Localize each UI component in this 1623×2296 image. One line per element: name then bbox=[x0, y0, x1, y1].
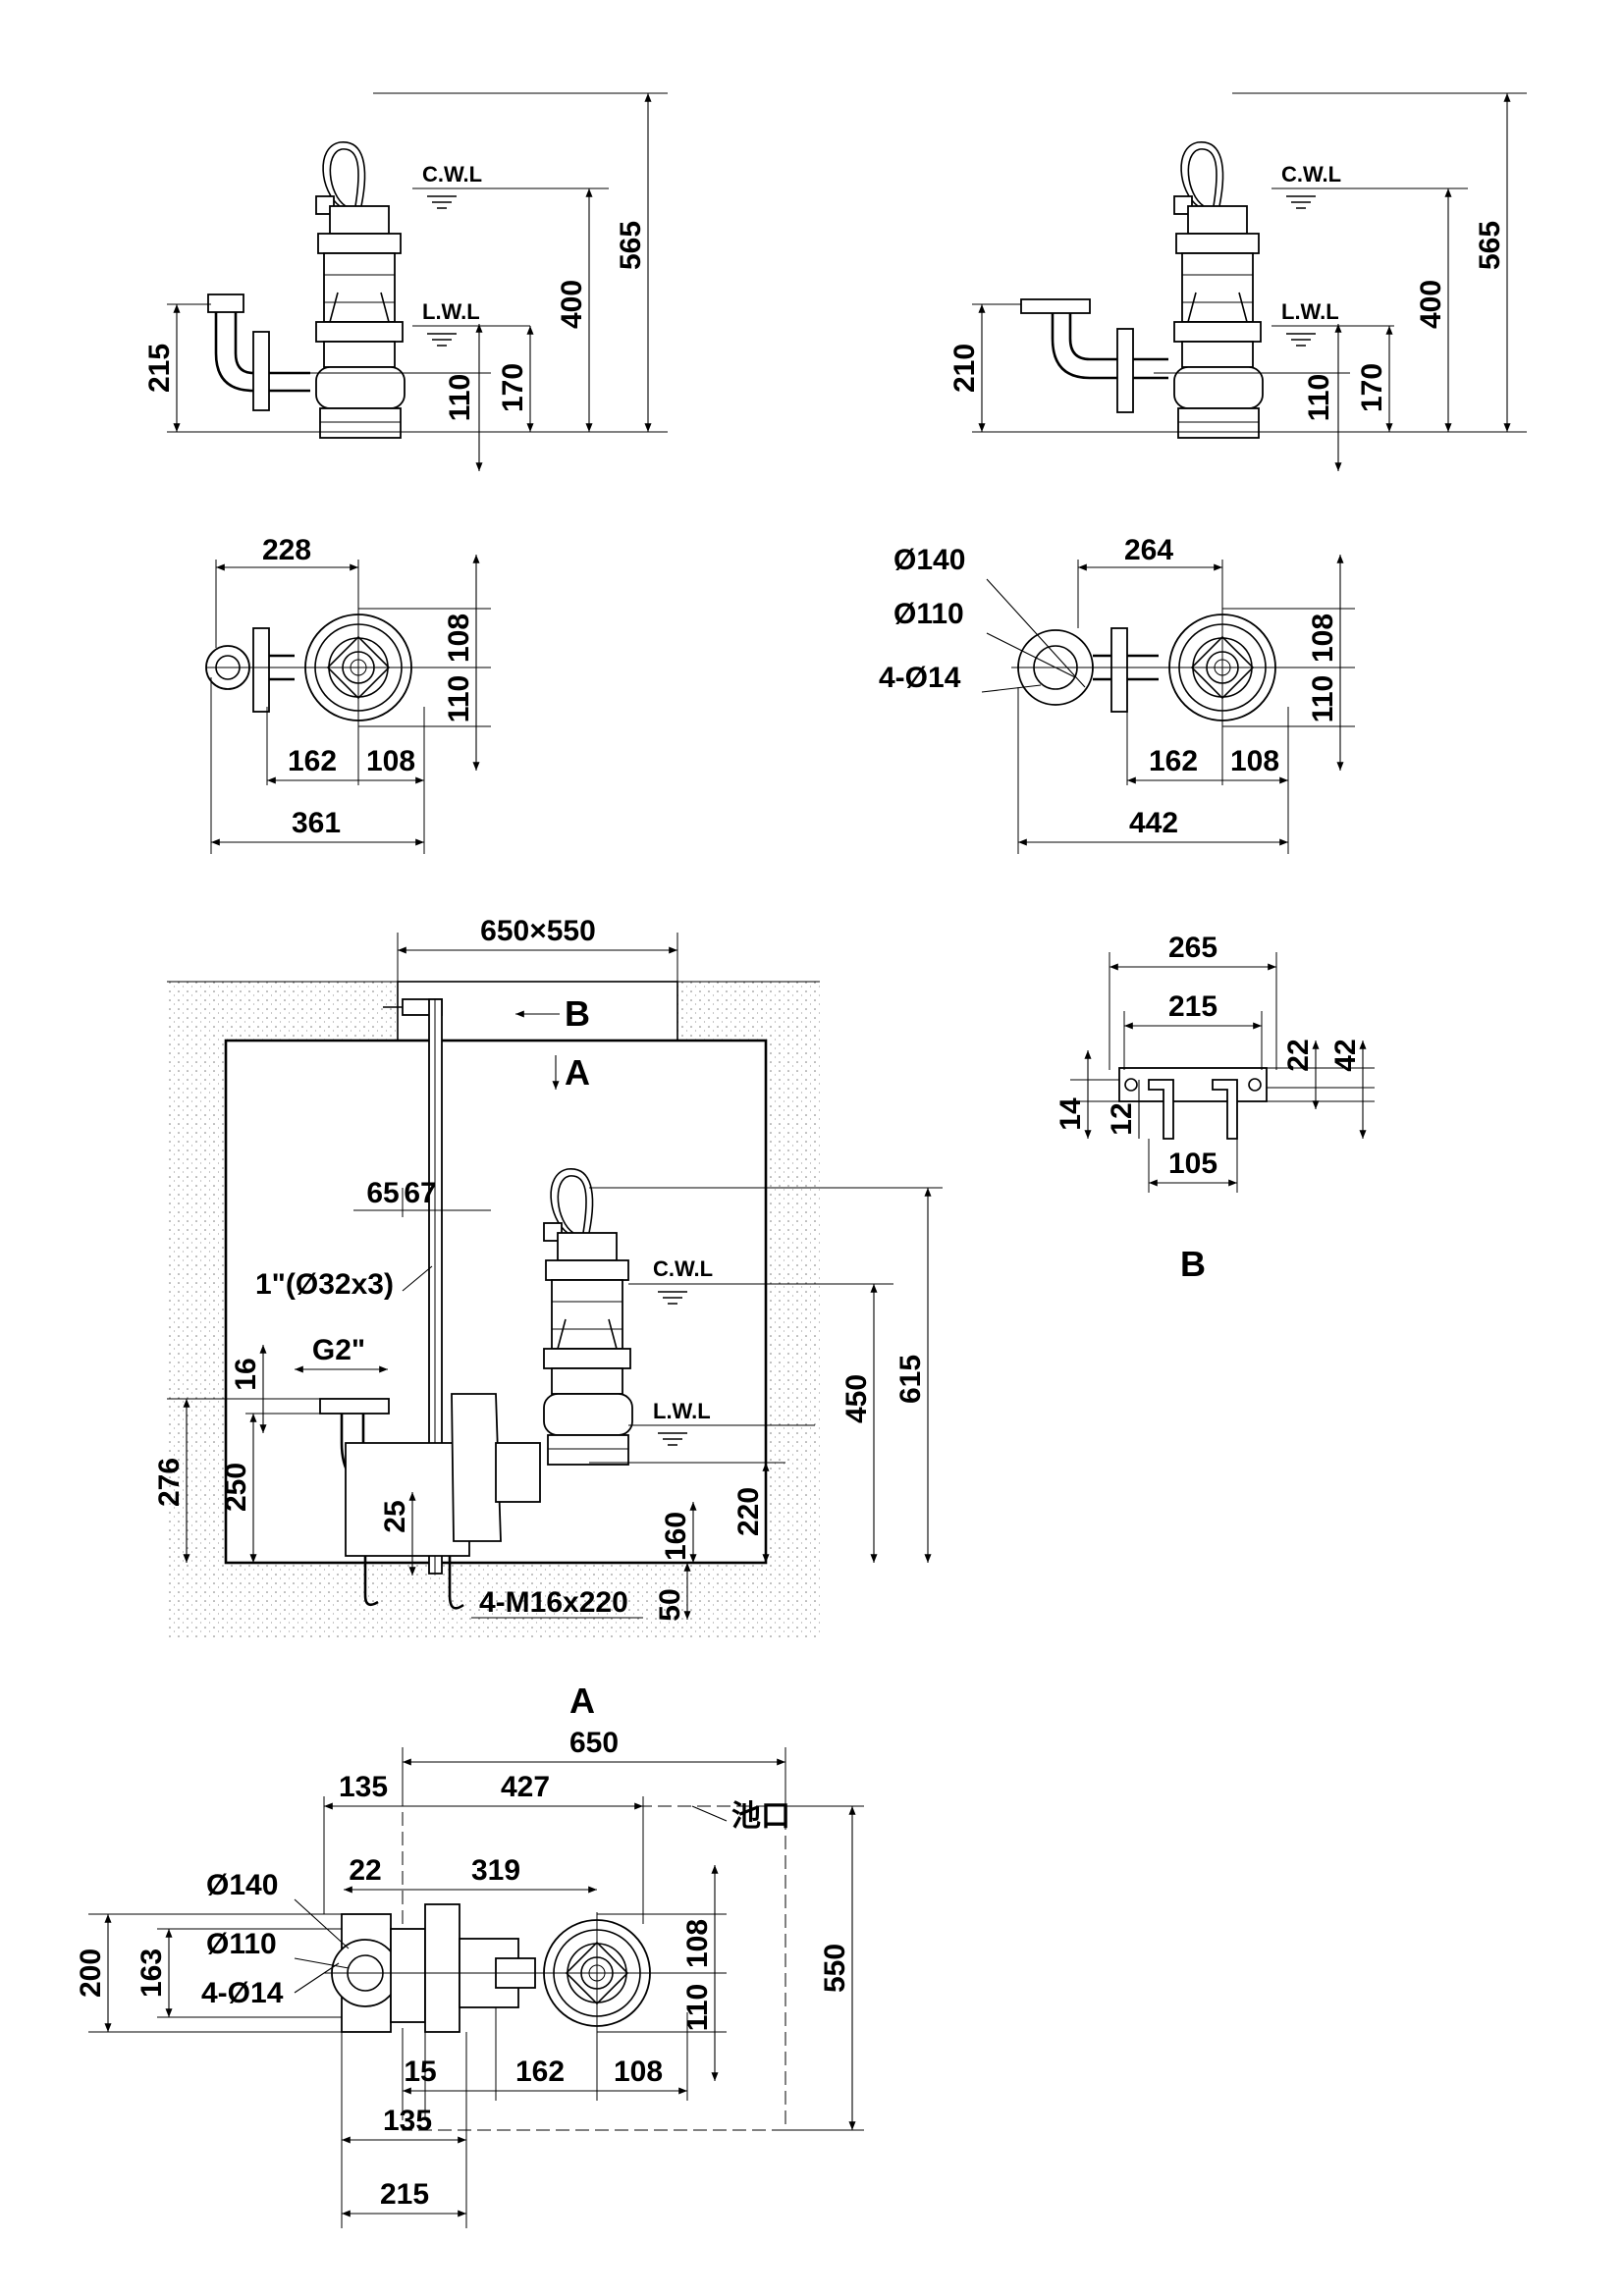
dim-162-plan-right: 162 bbox=[1149, 745, 1198, 777]
dim-228: 228 bbox=[262, 534, 311, 566]
dim-108-plan-left: 108 bbox=[443, 614, 475, 663]
dim-d110-a: Ø110 bbox=[206, 1928, 277, 1960]
cwl-label: C.W.L bbox=[422, 162, 482, 187]
dim-105-b: 105 bbox=[1168, 1148, 1217, 1180]
dim-d140-a: Ø140 bbox=[206, 1869, 278, 1901]
dim-162-a: 162 bbox=[515, 2056, 565, 2088]
view-b-detail: 265 215 22 42 14 12 105 B bbox=[1055, 932, 1375, 1284]
dim-650x550: 650×550 bbox=[480, 915, 596, 947]
dim-162-plan-left: 162 bbox=[288, 745, 337, 777]
dim-108-plan-right: 108 bbox=[1307, 614, 1339, 663]
cwl-label-pit: C.W.L bbox=[653, 1256, 713, 1281]
dim-108b-a: 108 bbox=[614, 2056, 663, 2088]
dim-200-a: 200 bbox=[75, 1949, 107, 1998]
dim-15-a: 15 bbox=[404, 2056, 436, 2088]
dim-160: 160 bbox=[660, 1512, 692, 1561]
dim-16: 16 bbox=[230, 1358, 262, 1390]
dim-565-left: 565 bbox=[615, 221, 647, 270]
dim-22-b: 22 bbox=[1282, 1039, 1315, 1071]
dim-250: 250 bbox=[220, 1463, 252, 1512]
elevation-right: C.W.L L.W.L 565 400 170 110 210 bbox=[948, 92, 1527, 471]
view-a-marker: A bbox=[565, 1052, 590, 1093]
dim-215-left: 215 bbox=[143, 344, 176, 393]
dim-42-b: 42 bbox=[1329, 1039, 1362, 1071]
dim-215-a: 215 bbox=[380, 2178, 429, 2211]
dim-108-a: 108 bbox=[681, 1919, 714, 1968]
dim-215-b: 215 bbox=[1168, 990, 1217, 1023]
view-b-title: B bbox=[1180, 1244, 1206, 1284]
dim-361: 361 bbox=[292, 807, 341, 839]
dim-276: 276 bbox=[153, 1458, 186, 1507]
dim-450: 450 bbox=[840, 1374, 873, 1423]
dim-550-a: 550 bbox=[819, 1944, 851, 1993]
dim-110-plan-left: 110 bbox=[443, 675, 475, 722]
g2-label: G2" bbox=[312, 1334, 365, 1366]
dim-170-left: 170 bbox=[497, 363, 529, 412]
dim-4x14-a: 4-Ø14 bbox=[201, 1977, 284, 2009]
dim-442: 442 bbox=[1129, 807, 1178, 839]
dim-25: 25 bbox=[379, 1500, 411, 1532]
elevation-left: C.W.L L.W.L 565 400 170 110 215 bbox=[143, 92, 668, 471]
cwl-label-right: C.W.L bbox=[1281, 162, 1341, 187]
dim-4x14-plan: 4-Ø14 bbox=[879, 662, 961, 694]
dim-135b-a: 135 bbox=[383, 2105, 432, 2137]
dim-67: 67 bbox=[404, 1177, 436, 1209]
dim-108b-plan-right: 108 bbox=[1230, 745, 1279, 777]
dim-12-b: 12 bbox=[1106, 1102, 1138, 1135]
dim-650-a: 650 bbox=[569, 1727, 619, 1759]
pit-section: 650×550 B A 65 67 1"(Ø32x3) G2" bbox=[153, 915, 943, 1639]
dim-110-left: 110 bbox=[444, 374, 476, 421]
dim-135-a: 135 bbox=[339, 1771, 388, 1803]
dim-170-right: 170 bbox=[1356, 363, 1388, 412]
dim-400-left: 400 bbox=[556, 280, 588, 329]
plan-left: 228 108 110 162 108 361 bbox=[205, 534, 491, 854]
dim-163-a: 163 bbox=[135, 1949, 168, 1998]
bolts-spec: 4-M16x220 bbox=[479, 1586, 628, 1619]
dim-50: 50 bbox=[654, 1588, 686, 1621]
lwl-label: L.W.L bbox=[422, 299, 480, 324]
dim-110-a: 110 bbox=[681, 1984, 714, 2031]
dim-d140-plan: Ø140 bbox=[893, 544, 965, 576]
dim-14-b: 14 bbox=[1055, 1097, 1087, 1131]
dim-264: 264 bbox=[1124, 534, 1173, 566]
dim-565-right: 565 bbox=[1474, 221, 1506, 270]
dim-110-plan-right: 110 bbox=[1307, 675, 1339, 722]
dim-22-a: 22 bbox=[349, 1854, 381, 1887]
plan-right: Ø140 Ø110 4-Ø14 264 108 110 162 108 442 bbox=[879, 534, 1355, 854]
dim-427-a: 427 bbox=[501, 1771, 550, 1803]
dim-d110-plan: Ø110 bbox=[893, 598, 964, 630]
lwl-label-pit: L.W.L bbox=[653, 1399, 711, 1423]
pipe-spec: 1"(Ø32x3) bbox=[255, 1268, 394, 1301]
view-b-marker: B bbox=[565, 993, 590, 1034]
dim-65: 65 bbox=[366, 1177, 399, 1209]
dim-110-right: 110 bbox=[1303, 374, 1335, 421]
dim-400-right: 400 bbox=[1415, 280, 1447, 329]
dim-615: 615 bbox=[894, 1355, 927, 1404]
pool-mouth-label: 池口 bbox=[731, 1800, 790, 1833]
dim-265: 265 bbox=[1168, 932, 1217, 964]
lwl-label-right: L.W.L bbox=[1281, 299, 1339, 324]
dim-210-right: 210 bbox=[948, 344, 981, 393]
view-a-title: A bbox=[569, 1681, 595, 1721]
dim-108b-plan-left: 108 bbox=[366, 745, 415, 777]
view-a-detail: A 池口 650 135 427 22 319 Ø140 Ø110 4-Ø14 bbox=[75, 1681, 864, 2228]
dim-319-a: 319 bbox=[471, 1854, 520, 1887]
dim-220: 220 bbox=[732, 1487, 765, 1536]
